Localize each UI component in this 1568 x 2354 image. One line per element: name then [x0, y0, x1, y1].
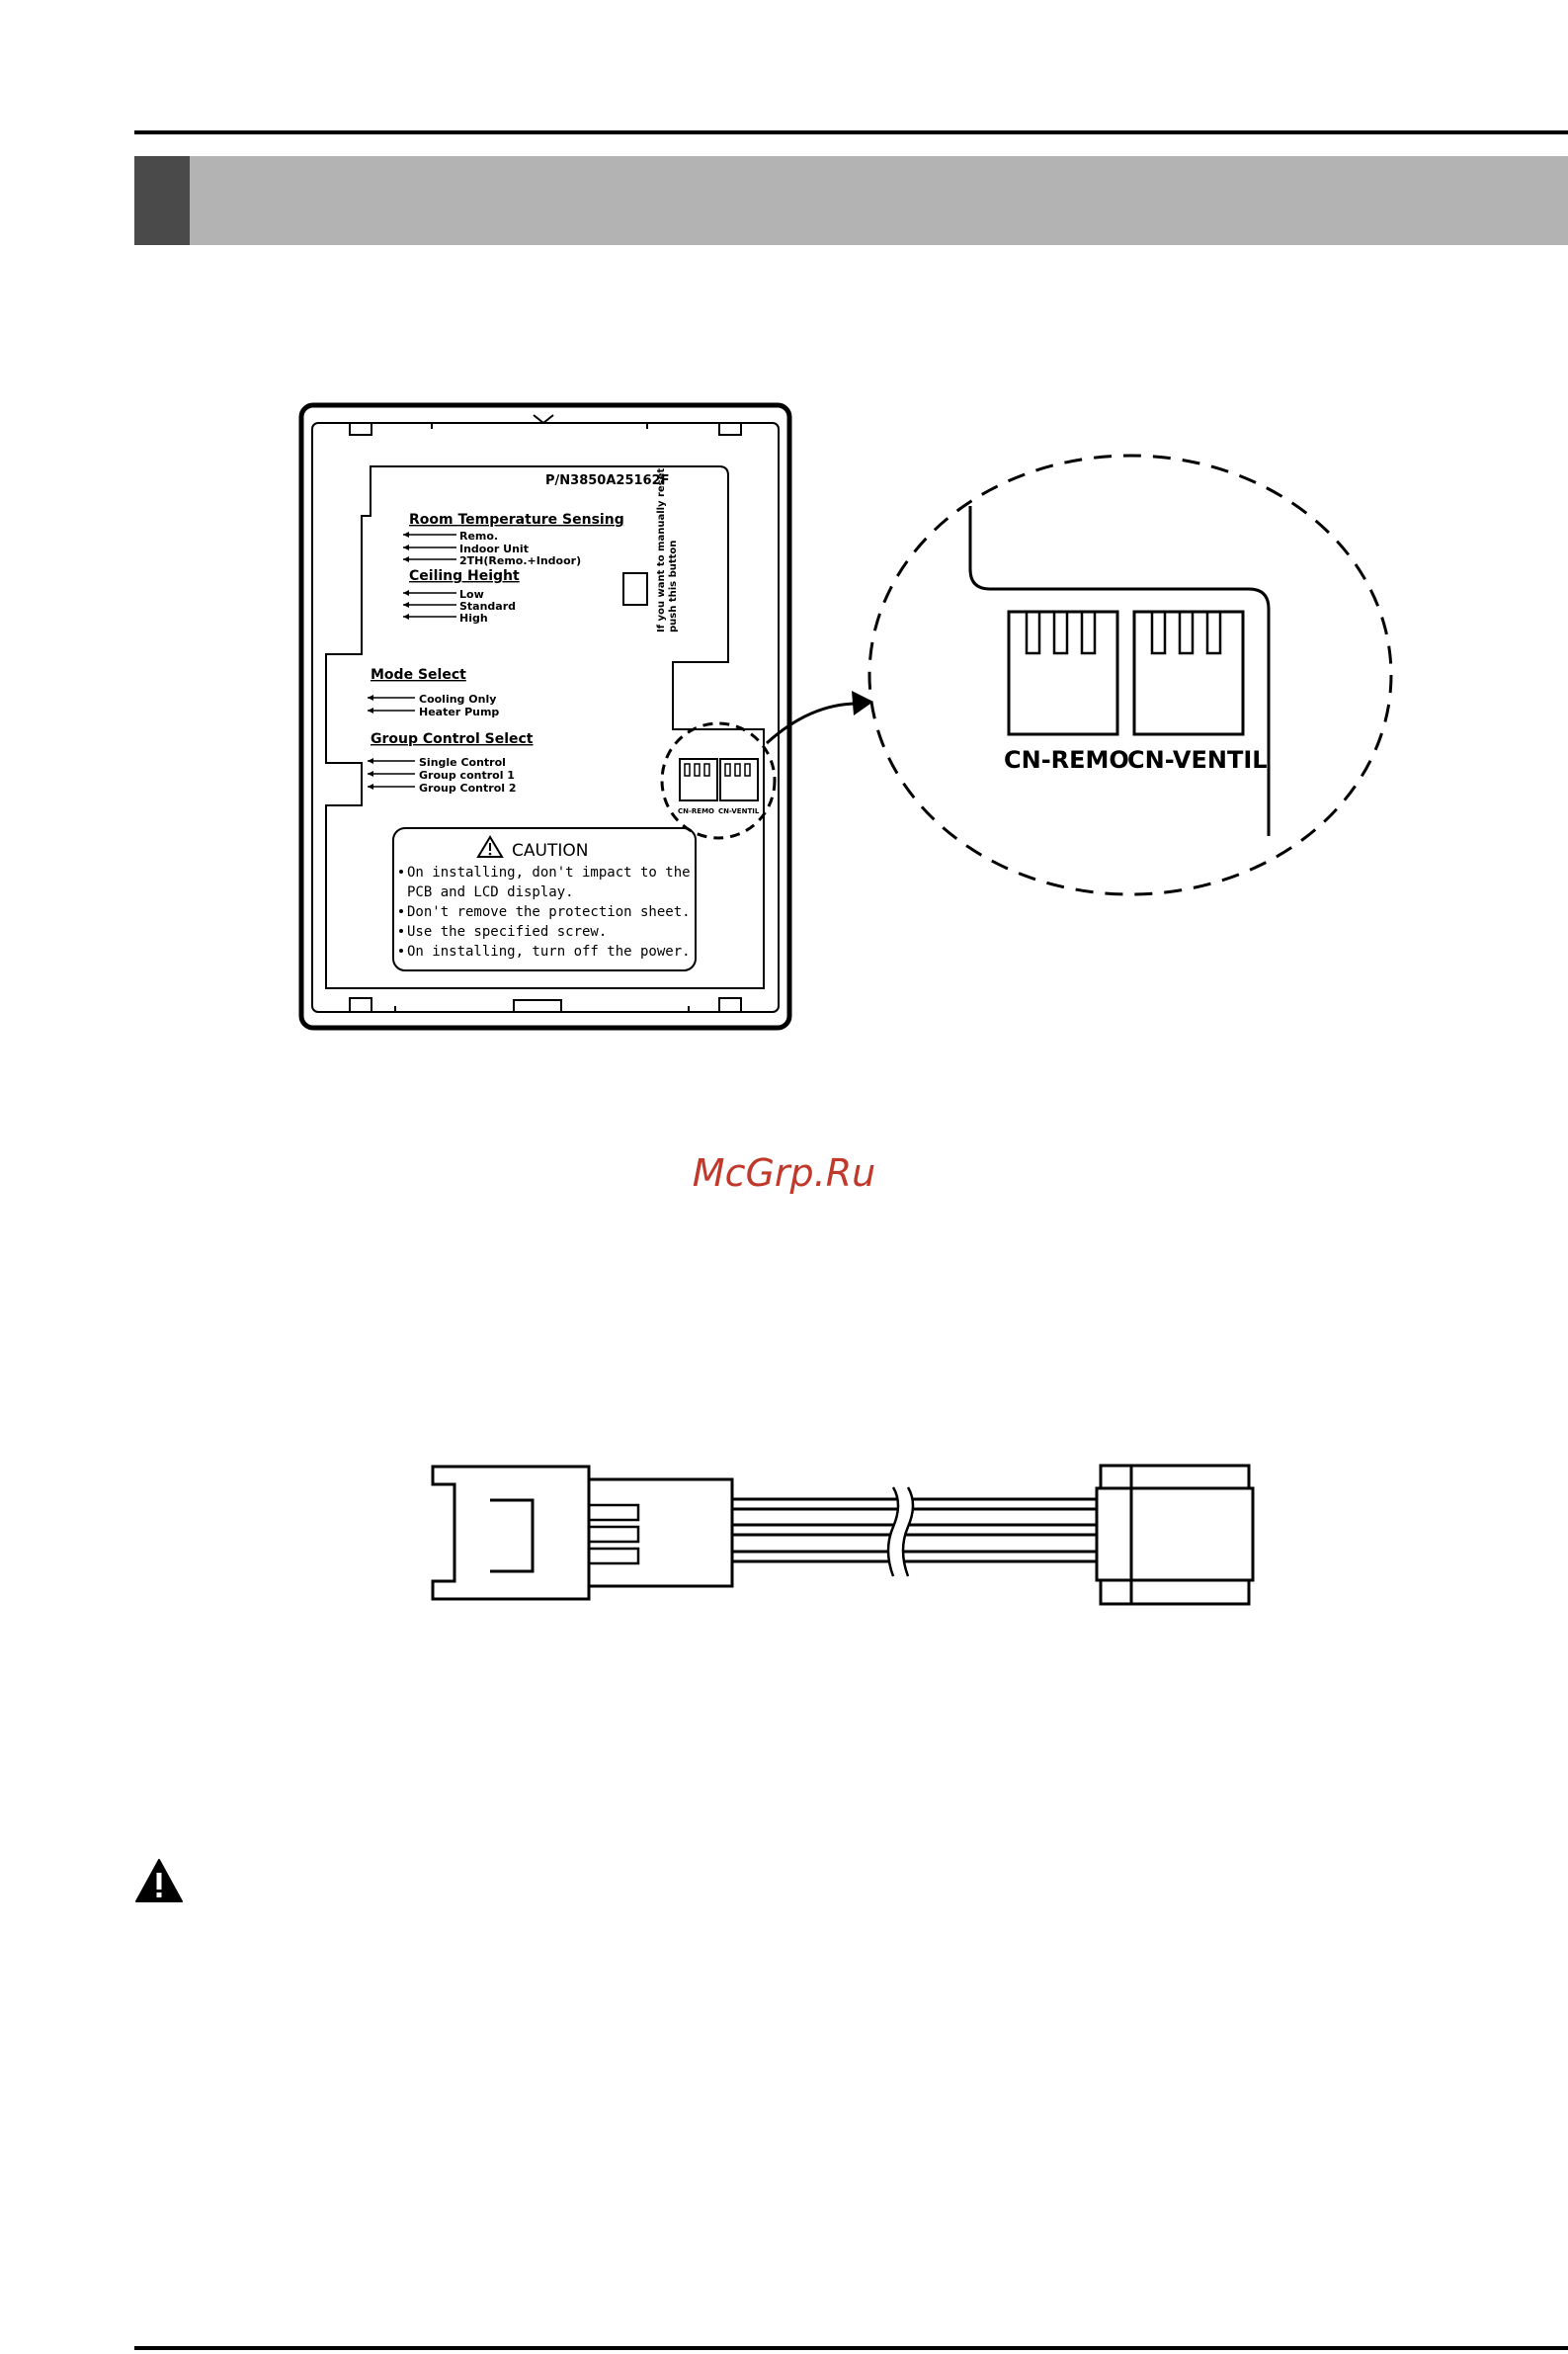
caution-line: Use the specified screw. [407, 924, 607, 940]
remote-outer-case [298, 402, 792, 1031]
svg-text:CN-VENTIL: CN-VENTIL [718, 807, 760, 815]
caution-triangle-icon [476, 835, 504, 858]
section-header-tab [134, 156, 190, 245]
caution-line: On installing, don't impact to the [407, 865, 691, 881]
reset-button[interactable] [622, 572, 648, 606]
svg-text:Group control 1: Group control 1 [419, 769, 515, 782]
watermark: McGrp.Ru [692, 1151, 876, 1195]
caution-title: CAUTION [512, 841, 588, 861]
svg-text:2TH(Remo.+Indoor): 2TH(Remo.+Indoor) [459, 554, 581, 567]
cable-diagram [431, 1464, 1255, 1606]
small-connector-cn-ventil: CN-VENTIL [718, 758, 760, 815]
ceiling-option-3: High [403, 612, 488, 625]
group-option-1: Single Control [368, 756, 506, 769]
zoom-pcb-edge [968, 506, 1271, 836]
mode-option-2: Heater Pump [368, 706, 499, 718]
small-connector-cn-remo: CN-REMO [678, 758, 718, 815]
room-temp-option-1: Remo. [403, 530, 498, 543]
caution-line: PCB and LCD display. [407, 884, 574, 900]
cable-right-connector [1095, 1464, 1255, 1606]
zoom-connector-cn-ventil [1132, 610, 1245, 736]
svg-text:High: High [459, 612, 488, 625]
svg-text:Single Control: Single Control [419, 756, 506, 769]
warning-triangle-icon [135, 1859, 183, 1902]
room-temp-option-2: Indoor Unit [403, 543, 529, 555]
svg-text:Indoor Unit: Indoor Unit [459, 543, 529, 555]
ceiling-title: Ceiling Height [409, 568, 520, 584]
small-connector-highlight [660, 721, 777, 840]
caution-box [392, 827, 697, 971]
group-title: Group Control Select [371, 731, 534, 747]
mode-option-1: Cooling Only [368, 693, 496, 706]
ceiling-option-2: Standard [403, 600, 516, 613]
cable-wires [732, 1486, 1101, 1577]
zoom-connector-cn-remo [1007, 610, 1119, 736]
section-header-bar [134, 156, 1568, 245]
svg-text:Group Control 2: Group Control 2 [419, 782, 517, 795]
svg-text:CN-REMO: CN-REMO [678, 807, 714, 815]
bottom-rule [134, 2346, 1568, 2350]
group-option-3: Group Control 2 [368, 782, 517, 795]
svg-text:Low: Low [459, 588, 484, 601]
reset-note-line-2: push this button [668, 541, 679, 632]
room-temp-title: Room Temperature Sensing [409, 512, 624, 528]
zoom-circle [867, 454, 1393, 896]
cable-left-connector [431, 1465, 734, 1601]
caution-lines: On installing, don't impact to the PCB a… [399, 865, 691, 960]
mode-title: Mode Select [371, 667, 466, 683]
caution-line: On installing, turn off the power. [407, 944, 691, 960]
zoom-label-cn-remo: CN-REMO [1004, 746, 1129, 774]
svg-text:Standard: Standard [459, 600, 516, 613]
reset-note-line-1: If you want to manually reset, [656, 464, 667, 632]
svg-text:Cooling Only: Cooling Only [419, 693, 496, 706]
caution-line: Don't remove the protection sheet. [407, 904, 691, 920]
ceiling-option-1: Low [403, 588, 484, 601]
zoom-callout-arrow [765, 702, 859, 745]
top-rule [134, 130, 1568, 134]
remote-inner-case [311, 422, 780, 1013]
svg-text:Heater Pump: Heater Pump [419, 706, 499, 718]
remote-back-diagram: P/N3850A25162F Room Temperature Sensing … [298, 402, 1393, 1031]
svg-text:Remo.: Remo. [459, 530, 498, 543]
pcb-outline [325, 465, 765, 989]
room-temp-option-3: 2TH(Remo.+Indoor) [403, 554, 581, 567]
part-number: P/N3850A25162F [545, 473, 670, 488]
zoom-label-cn-ventil: CN-VENTIL [1127, 746, 1268, 774]
group-option-2: Group control 1 [368, 769, 515, 782]
